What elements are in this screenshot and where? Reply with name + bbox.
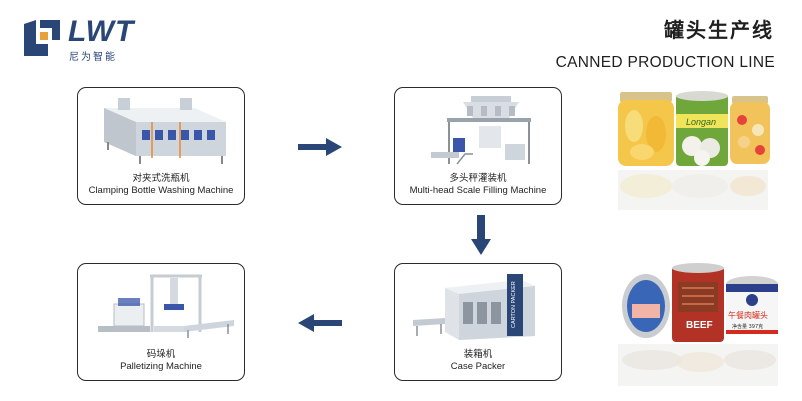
brand-subtitle: 尼为智能 [69,52,117,63]
machine-name-cn: 装箱机 [463,349,493,360]
canned-meat-image: BEEF 午餐肉罐头 净含量 397克 [618,263,778,386]
washing-machine-illustration [104,98,226,164]
canned-fruit-jars-image: Longan [618,91,770,210]
arrow-left-icon [298,314,342,332]
case-packer-illustration: CARTON PACKER [413,274,535,340]
machine-caption: 多头秤灌装机 Multi-head Scale Filling Machine [395,173,561,197]
machine-name-cn: 对夹式洗瓶机 [132,173,190,184]
luncheon-can-net: 净含量 397克 [732,323,763,330]
page-title-cn: 罐头生产线 [664,18,774,42]
machine-name-en: Clamping Bottle Washing Machine [88,185,234,196]
machine-name-en: Palletizing Machine [120,361,202,372]
machine-caption: 装箱机 Case Packer [395,349,561,373]
arrow-down-icon [471,215,491,255]
machine-name-en: Multi-head Scale Filling Machine [409,185,547,196]
machine-card-palletizing: 码垛机 Palletizing Machine [77,263,245,381]
machine-caption: 对夹式洗瓶机 Clamping Bottle Washing Machine [78,173,244,197]
machine-name-cn: 多头秤灌装机 [449,173,507,184]
machine-caption: 码垛机 Palletizing Machine [78,349,244,373]
machine-name-en: Case Packer [450,361,506,372]
machine-name-cn: 码垛机 [146,349,176,360]
jar-brand-label: Longan [686,117,716,127]
arrow-right-icon [298,138,342,156]
machine-card-filling: 多头秤灌装机 Multi-head Scale Filling Machine [394,87,562,205]
machine-card-case-packer: CARTON PACKER 装箱机 Case Packer [394,263,562,381]
machine-card-washing: 对夹式洗瓶机 Clamping Bottle Washing Machine [77,87,245,205]
brand-wordmark: LWT [68,15,135,48]
luncheon-can-label: 午餐肉罐头 [728,310,768,320]
logo-mark-icon [24,20,60,56]
packer-panel-label: CARTON PACKER [511,281,517,328]
page-title-en: CANNED PRODUCTION LINE [555,54,775,71]
palletizing-machine-illustration [98,274,234,338]
filling-machine-illustration [431,96,531,165]
brand-logo: LWT 尼为智能 [22,15,192,63]
beef-can-label: BEEF [686,320,713,331]
